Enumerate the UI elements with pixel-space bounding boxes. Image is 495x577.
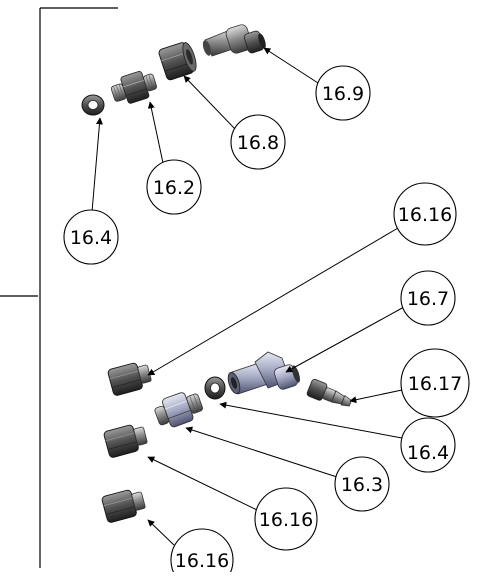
leader-16-17 (349, 389, 403, 404)
callout-label-16-16-b: 16.16 (259, 509, 313, 531)
callout-16-16-a: 16.16 (393, 182, 457, 246)
callout-label-16-17: 16.17 (408, 373, 462, 395)
callout-16-8: 16.8 (230, 114, 286, 170)
callout-label-16-3: 16.3 (341, 474, 383, 496)
callout-16-16-b: 16.16 (254, 487, 318, 551)
callout-label-16-8: 16.8 (237, 132, 279, 154)
leader-16-16-c (147, 519, 175, 546)
leader-16-2 (147, 101, 164, 164)
leader-16-9 (263, 47, 319, 84)
leader-16-4-top (91, 117, 103, 213)
part-union-16-3 (154, 392, 203, 428)
leader-16-3 (185, 426, 338, 478)
callout-16-2: 16.2 (146, 159, 202, 215)
callouts: 16.9 16.8 16.2 16.4 16.16 16.7 16.17 16 (63, 65, 470, 577)
part-washer-16-4-top (81, 94, 105, 116)
callout-label-16-4-bottom: 16.4 (407, 442, 449, 464)
part-elbow-16-9 (202, 24, 266, 57)
callout-16-4-bottom: 16.4 (400, 417, 456, 473)
leader-16-4-bottom (219, 401, 403, 439)
part-nut-16-16-c (101, 489, 146, 523)
callout-16-9: 16.9 (315, 65, 371, 121)
leader-16-16-a (147, 227, 399, 376)
part-nut-16-8 (158, 42, 197, 81)
leader-16-7 (285, 306, 405, 373)
callout-label-16-2: 16.2 (153, 177, 195, 199)
part-washer-16-4-bottom (204, 376, 226, 400)
callout-16-4-top: 16.4 (63, 209, 119, 265)
frame-lines (0, 7, 118, 568)
callout-16-3: 16.3 (334, 456, 390, 512)
part-adapter-16-2 (110, 71, 157, 104)
callout-label-16-16-c: 16.16 (175, 550, 229, 572)
callout-label-16-7: 16.7 (407, 288, 449, 310)
part-elbow-16-7 (227, 351, 300, 395)
leader-lines (91, 47, 405, 546)
callout-label-16-9: 16.9 (322, 83, 364, 105)
callout-16-17: 16.17 (400, 348, 470, 418)
leader-16-16-b (147, 456, 258, 511)
callout-16-7: 16.7 (400, 270, 456, 326)
callout-label-16-16-a: 16.16 (398, 204, 452, 226)
part-nut-16-16-a (107, 362, 152, 396)
part-nut-16-16-b (103, 424, 148, 458)
leader-16-8 (183, 75, 236, 130)
callout-16-16-c: 16.16 (170, 528, 234, 577)
part-barb-16-17 (306, 378, 353, 407)
callout-label-16-4-top: 16.4 (70, 227, 112, 249)
